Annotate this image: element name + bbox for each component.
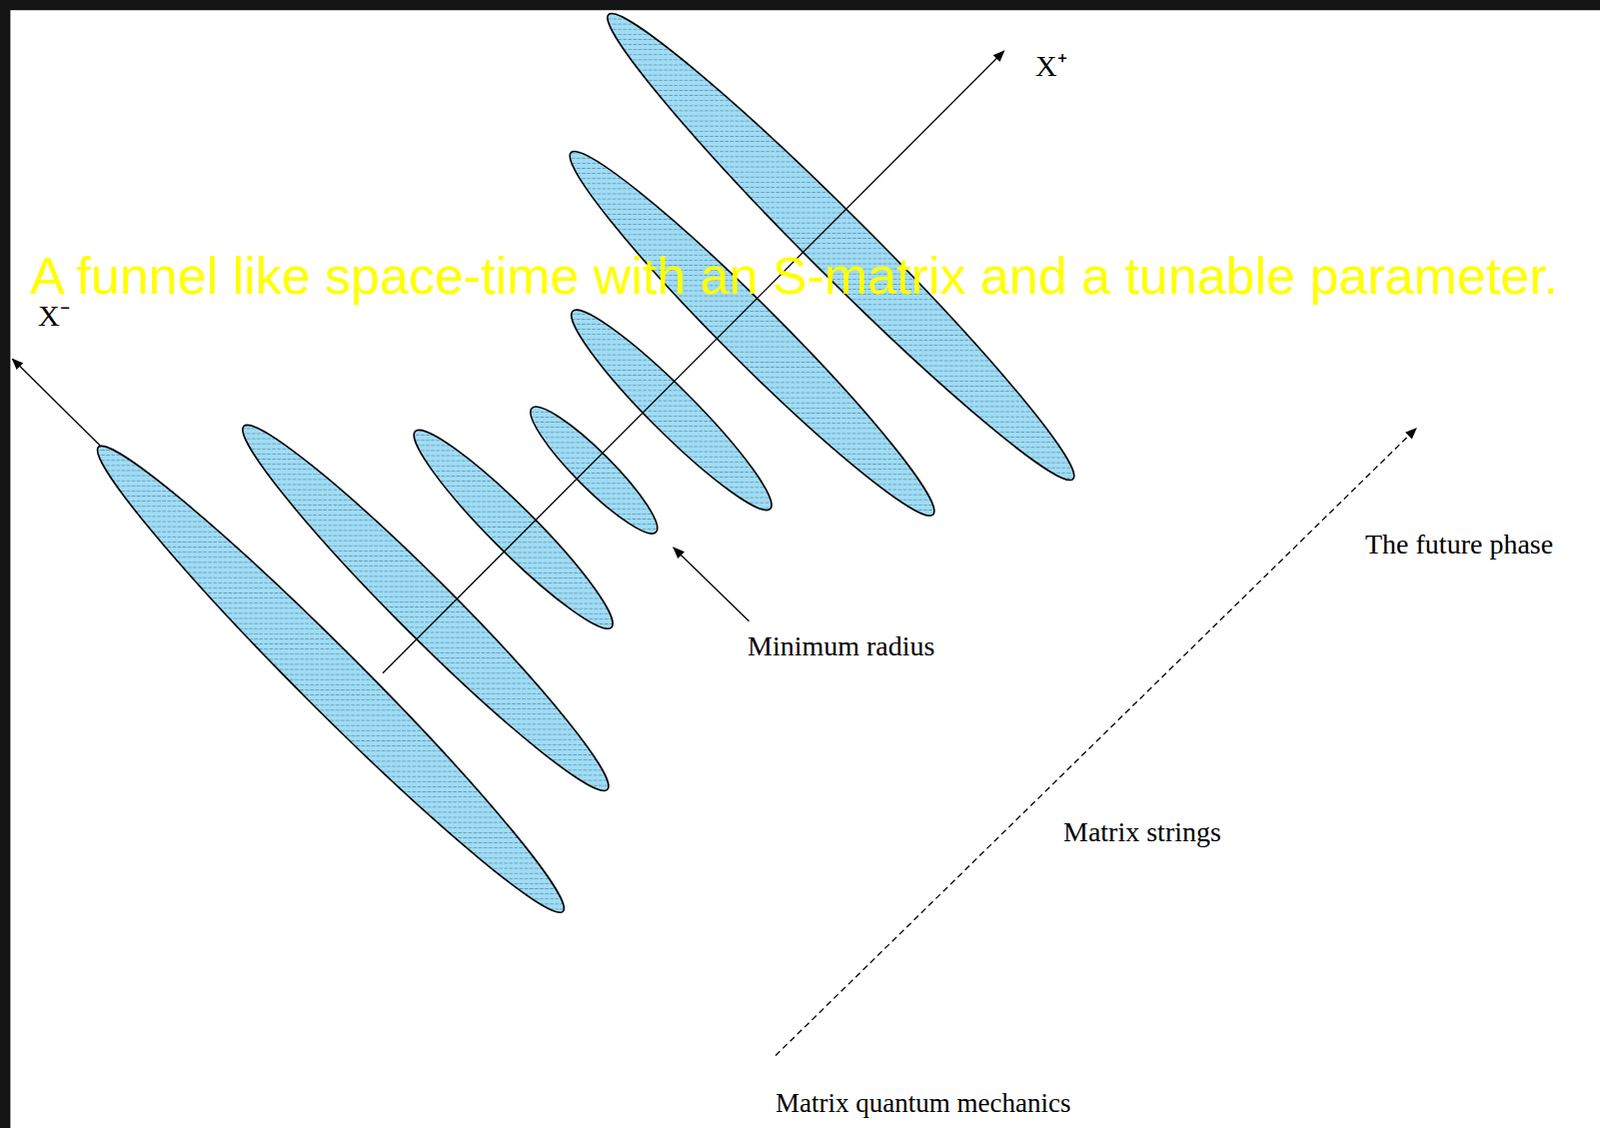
diagram-label: The future phase [1365,527,1554,562]
diagram-label: Minimum radius [747,629,935,664]
phase-axis [775,428,1417,1057]
x-minus-axis [11,358,100,446]
diagram-label: X⁻ [37,297,70,334]
slide-title: A funnel like space-time with an S-matri… [29,237,1590,314]
leader-line [673,547,750,621]
slice-ellipse [76,425,585,934]
x-plus-axis [382,50,1005,674]
diagram-label: Matrix quantum mechanics [775,1087,1071,1120]
diagram-label: Matrix strings [1063,815,1222,850]
slice-ellipse [518,395,669,546]
slices [76,0,1096,934]
diagram-label: X⁺ [1035,47,1068,84]
